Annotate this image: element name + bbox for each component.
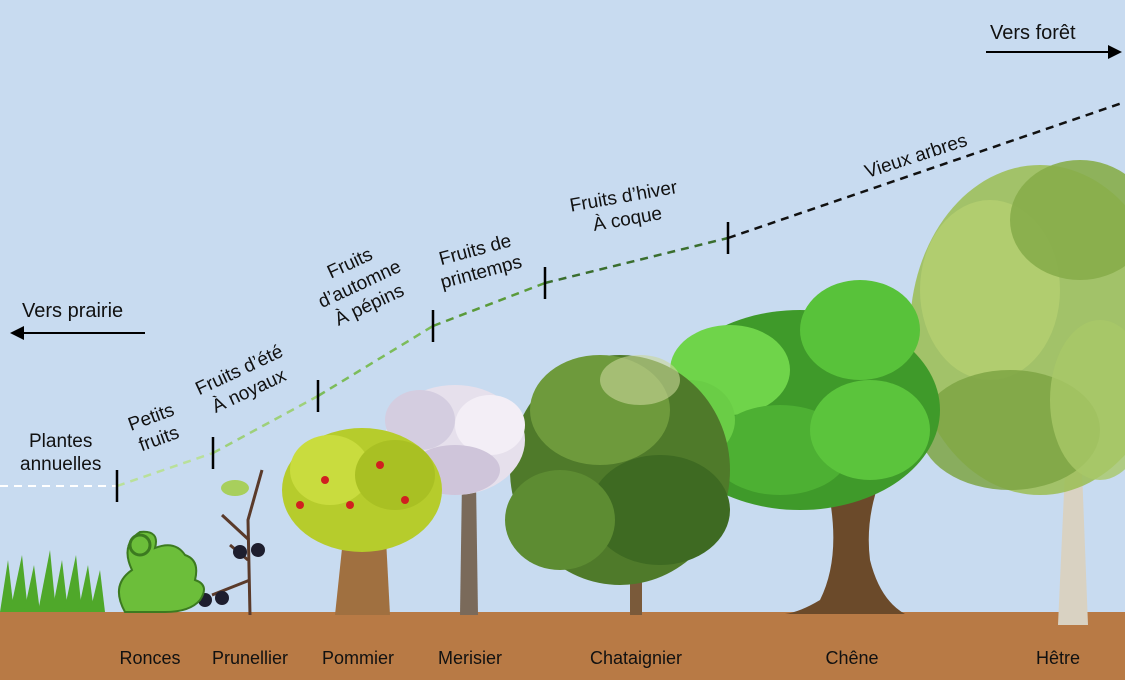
- plant-label-prunellier: Prunellier: [211, 648, 289, 668]
- ronces-plant-icon: [117, 530, 205, 613]
- grass-icon: [0, 550, 105, 612]
- direction-left-label: Vers prairie: [22, 300, 124, 322]
- plant-label-hetre: Hêtre: [1035, 648, 1081, 668]
- stage-ticks: [115, 222, 730, 502]
- plant-label-merisier: Merisier: [437, 648, 503, 668]
- plant-label-ronces: Ronces: [119, 648, 181, 668]
- hetre-tree-icon: [910, 160, 1125, 625]
- succession-line: [0, 100, 1125, 488]
- chataignier-tree-icon: [505, 355, 730, 615]
- arrow-right-icon: [986, 45, 1122, 59]
- direction-right-label: Vers forêt: [990, 22, 1076, 44]
- plant-label-chene: Chêne: [825, 648, 879, 668]
- plant-label-pommier: Pommier: [321, 648, 395, 668]
- plant-label-chataignier: Chataignier: [589, 648, 683, 668]
- stage-label-0: Plantes annuelles: [20, 431, 102, 475]
- prunellier-shrub-icon: [198, 469, 265, 616]
- pommier-tree-icon: [282, 428, 442, 615]
- ground: [0, 612, 1125, 680]
- arrow-left-icon: [10, 326, 145, 340]
